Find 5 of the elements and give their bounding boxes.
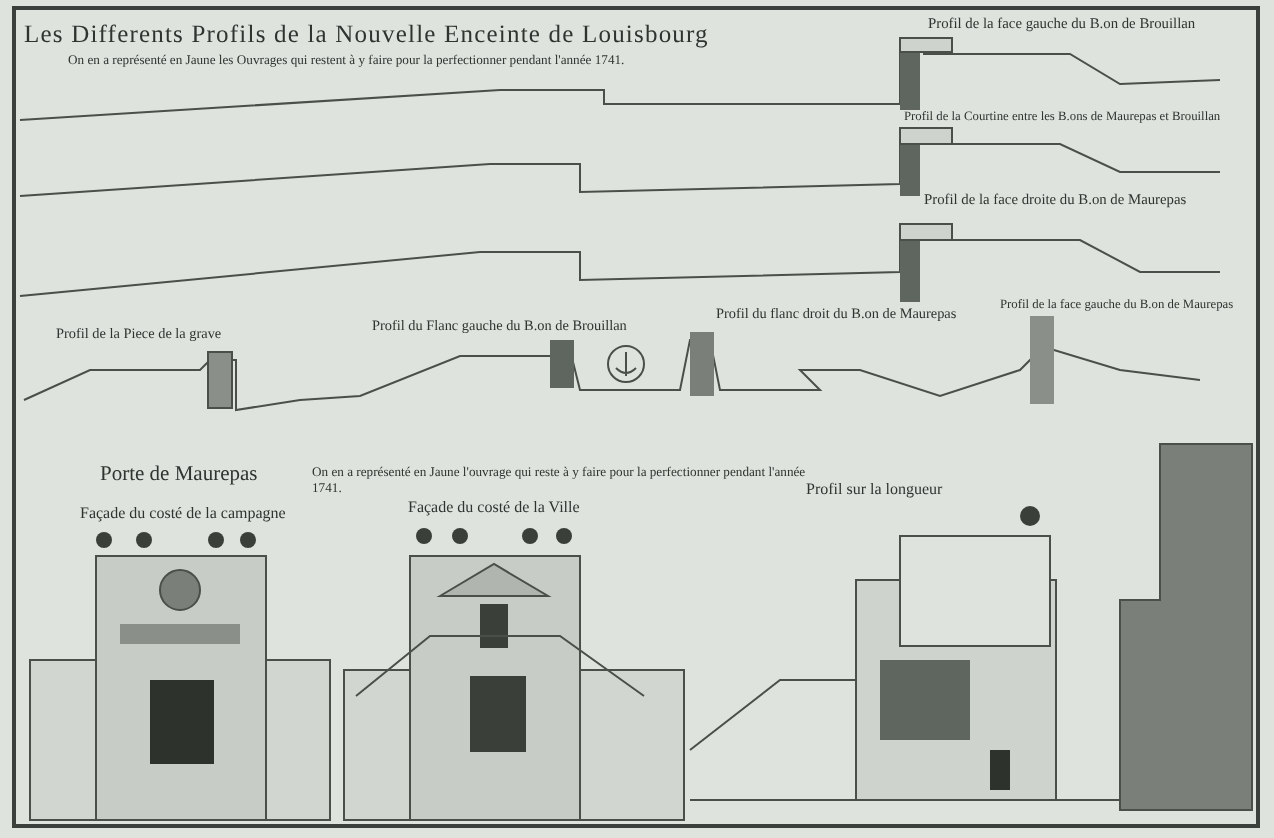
profile-caption: Façade du costé de la Ville <box>408 498 580 517</box>
profile-caption: Porte de Maurepas <box>100 464 258 489</box>
profile-caption: Profil sur la longueur <box>806 480 943 499</box>
drawing-title: Les Differents Profils de la Nouvelle Enceinte de Louisbourg <box>24 20 709 50</box>
profile-caption: Façade du costé de la campagne <box>80 504 286 523</box>
